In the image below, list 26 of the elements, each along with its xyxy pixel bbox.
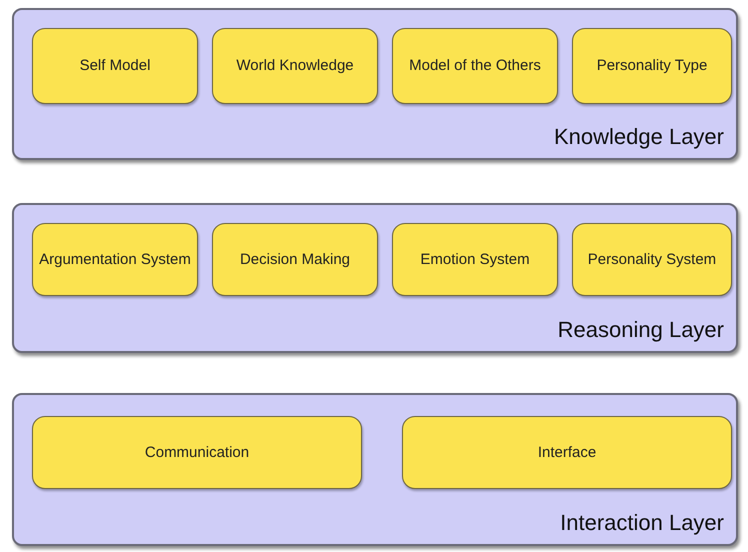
component-label: Personality Type	[596, 57, 708, 75]
component-box	[572, 223, 732, 296]
component-box	[402, 416, 732, 489]
layer-panel	[12, 8, 738, 160]
component-box	[392, 223, 558, 296]
component-label: World Knowledge	[235, 57, 355, 75]
component-box	[212, 223, 378, 296]
component-label: Decision Making	[238, 250, 352, 268]
component-label: Personality System	[586, 250, 718, 268]
component-label: Self Model	[78, 57, 152, 75]
component-box	[572, 28, 732, 104]
layer-title: Knowledge Layer	[554, 124, 724, 150]
layer-title: Interaction Layer	[560, 510, 724, 536]
component-box	[32, 416, 362, 489]
component-label: Interface	[536, 444, 598, 462]
component-box	[32, 28, 198, 104]
layer-panel	[12, 393, 738, 546]
component-box	[212, 28, 378, 104]
component-label: Argumentation System	[38, 250, 192, 268]
component-box	[392, 28, 558, 104]
layer-title: Reasoning Layer	[558, 317, 724, 343]
component-label: Communication	[144, 444, 250, 462]
component-box	[32, 223, 198, 296]
layer-panel	[12, 203, 738, 353]
component-label: Emotion System	[419, 250, 531, 268]
component-label: Model of the Others	[408, 57, 542, 75]
